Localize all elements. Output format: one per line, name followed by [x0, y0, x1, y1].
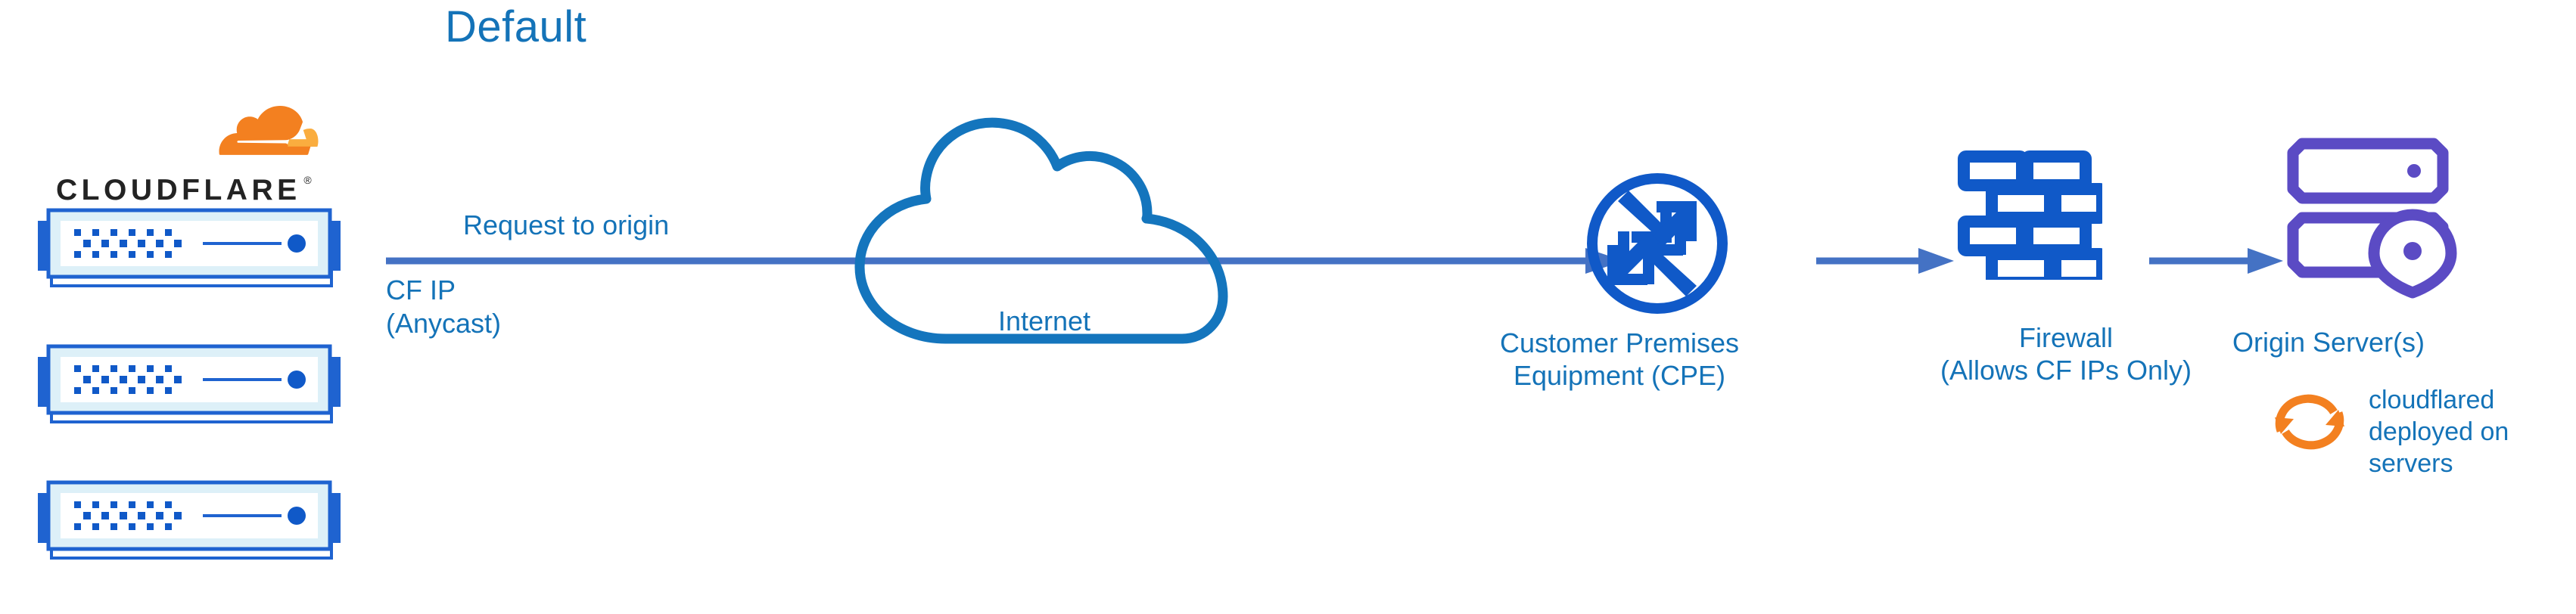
- cloudflared-label: cloudflared deployed on servers: [2369, 384, 2573, 479]
- server-rack-icon: [30, 340, 348, 431]
- arrow-cpe-to-firewall: [1816, 242, 1956, 284]
- firewall-label-line1: Firewall: [2018, 322, 2113, 353]
- firewall-label-line2: (Allows CF IPs Only): [1940, 355, 2192, 386]
- cloudflare-logo: CLOUDFLARE ®: [38, 106, 341, 208]
- internet-label: Internet: [997, 305, 1091, 336]
- cloudflared-label-line3: servers: [2369, 449, 2453, 479]
- internet-cloud-icon: [832, 112, 1264, 358]
- origin-server-label: Origin Server(s): [2232, 327, 2425, 358]
- cloudflared-label-line2: deployed on: [2369, 417, 2509, 447]
- cloudflared-label-line1: cloudflared: [2369, 386, 2495, 414]
- server-rack-icon: [30, 476, 348, 567]
- cpe-label-line2: Equipment (CPE): [1513, 360, 1726, 392]
- cloudflare-wordmark: CLOUDFLARE ®: [56, 174, 312, 207]
- router-four-arrows-icon: [1582, 168, 1733, 323]
- cf-ip-line2: (Anycast): [386, 307, 502, 339]
- request-to-origin-label: Request to origin: [463, 209, 670, 240]
- cpe-label: Customer Premises Equipment (CPE): [1385, 327, 1854, 392]
- firewall-label: Firewall (Allows CF IPs Only): [1869, 321, 2263, 386]
- cloudflare-wordmark-text: CLOUDFLARE: [56, 174, 301, 206]
- registered-trademark-icon: ®: [303, 174, 312, 186]
- brick-wall-icon: [1951, 147, 2108, 289]
- cpe-label-line1: Customer Premises: [1499, 327, 1740, 358]
- server-rack-icon: [30, 204, 348, 295]
- cf-ip-anycast-label: CF IP (Anycast): [386, 274, 501, 340]
- page-title: Default: [445, 2, 587, 51]
- cf-ip-line1: CF IP: [386, 274, 456, 305]
- arrow-firewall-to-origin: [2149, 242, 2285, 284]
- sync-arrows-icon: [2270, 384, 2350, 464]
- origin-server-pin-icon: [2285, 136, 2459, 302]
- cloudflare-cloud-icon: [197, 106, 341, 176]
